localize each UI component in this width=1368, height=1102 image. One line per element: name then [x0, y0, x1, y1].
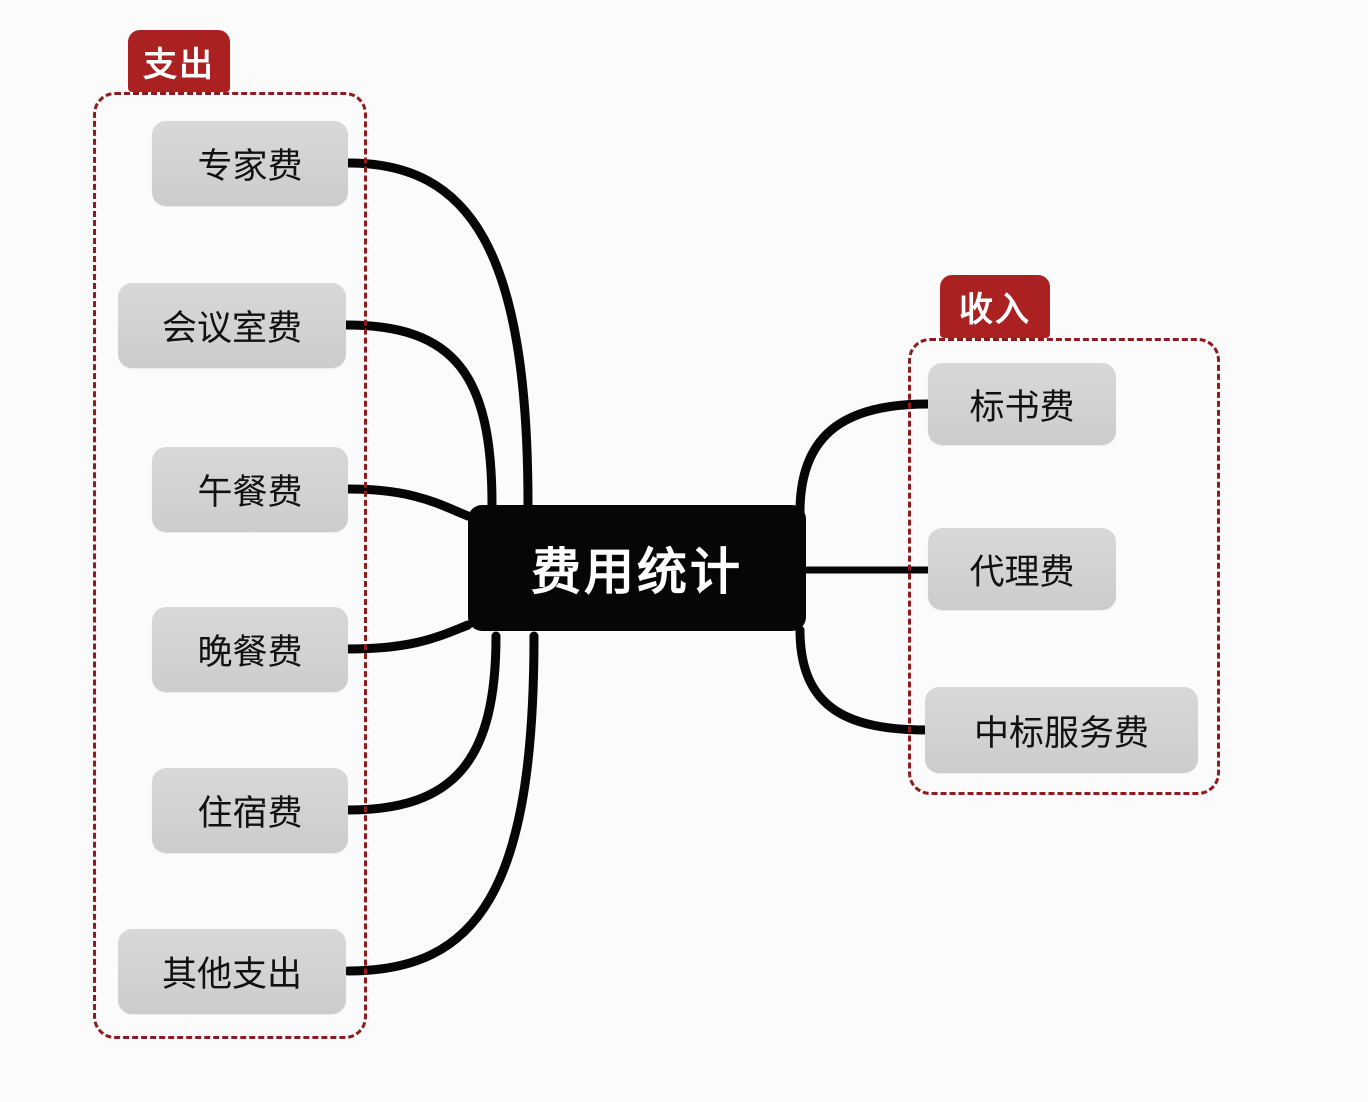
group-box-income	[908, 338, 1220, 795]
node-label: 会议室费	[161, 309, 302, 349]
node-dinner-fee[interactable]: 晚餐费	[152, 607, 348, 692]
node-label: 中标服务费	[973, 713, 1149, 754]
center-node-label: 费用统计	[531, 543, 743, 601]
node-label: 其他支出	[161, 955, 302, 995]
node-agency-fee[interactable]: 代理费	[928, 528, 1116, 610]
node-winning-bid-service-fee[interactable]: 中标服务费	[925, 687, 1198, 773]
center-node-expense-statistics[interactable]: 费用统计	[468, 505, 806, 631]
connector-other-expense	[343, 631, 539, 976]
connector-accommodation-fee	[343, 631, 501, 815]
connector-expert-fee	[343, 158, 533, 510]
node-label: 标书费	[969, 387, 1075, 428]
node-label: 代理费	[969, 552, 1075, 593]
node-meeting-room-fee[interactable]: 会议室费	[118, 283, 346, 368]
node-label: 住宿费	[197, 794, 303, 834]
group-tab-income[interactable]: 收入	[940, 275, 1050, 338]
group-tab-label-income: 收入	[959, 290, 1031, 330]
node-bid-document-fee[interactable]: 标书费	[928, 363, 1116, 445]
connector-meeting-room-fee	[341, 320, 497, 510]
group-box-expense	[93, 92, 367, 1039]
node-lunch-fee[interactable]: 午餐费	[152, 447, 348, 532]
node-label: 专家费	[197, 147, 303, 187]
node-label: 午餐费	[197, 473, 303, 513]
node-accommodation-fee[interactable]: 住宿费	[152, 768, 348, 853]
group-tab-expense[interactable]: 支出	[128, 30, 230, 92]
node-other-expense[interactable]: 其他支出	[118, 929, 346, 1014]
node-expert-fee[interactable]: 专家费	[152, 121, 348, 206]
node-label: 晚餐费	[197, 633, 303, 673]
group-tab-label-expense: 支出	[143, 44, 215, 85]
